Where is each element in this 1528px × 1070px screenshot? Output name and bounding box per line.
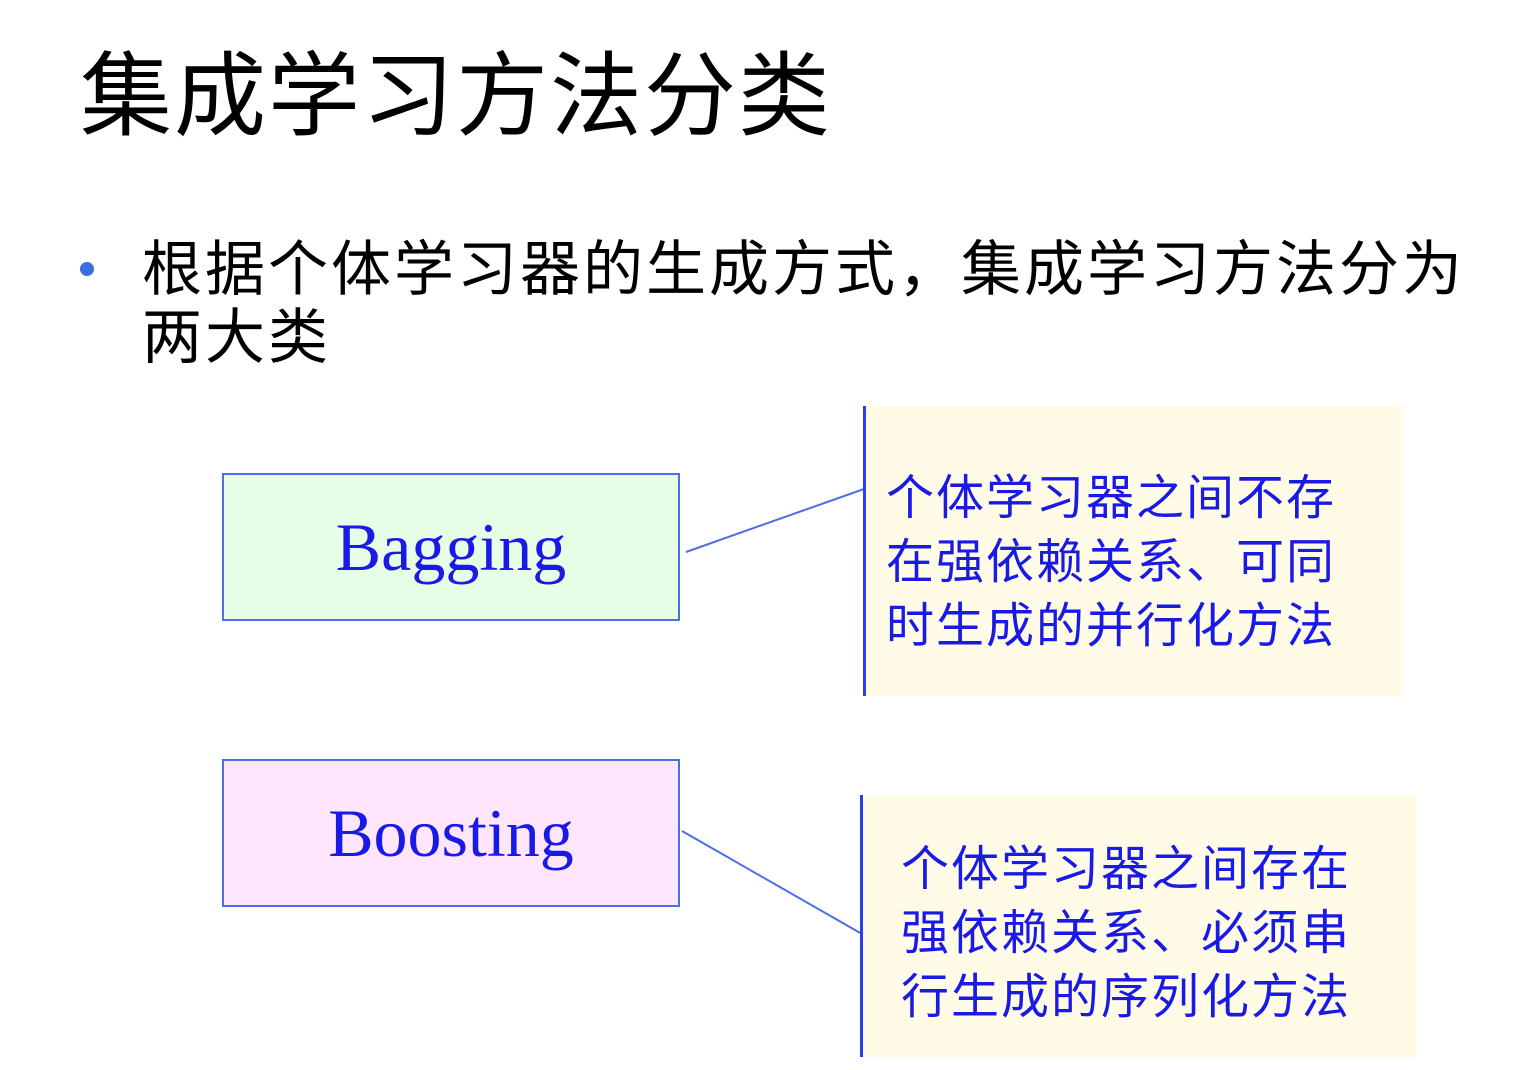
bagging-box: Bagging bbox=[222, 473, 680, 621]
bagging-label: Bagging bbox=[335, 508, 567, 585]
boosting-label: Boosting bbox=[328, 794, 574, 871]
bagging-description: 个体学习器之间不存在强依赖关系、可同时生成的并行化方法 bbox=[886, 470, 1337, 654]
boosting-connector-line bbox=[681, 830, 863, 935]
bagging-connector-line bbox=[685, 488, 865, 553]
boosting-description: 个体学习器之间存在强依赖关系、必须串行生成的序列化方法 bbox=[901, 841, 1352, 1025]
bullet-dot-icon bbox=[80, 262, 94, 276]
boosting-box: Boosting bbox=[222, 759, 680, 907]
bagging-description-box: 个体学习器之间不存在强依赖关系、可同时生成的并行化方法 bbox=[863, 406, 1403, 696]
boosting-description-box: 个体学习器之间存在强依赖关系、必须串行生成的序列化方法 bbox=[860, 795, 1416, 1057]
slide-title: 集成学习方法分类 bbox=[80, 43, 833, 150]
bullet-text: 根据个体学习器的生成方式，集成学习方法分为两大类 bbox=[142, 235, 1465, 373]
